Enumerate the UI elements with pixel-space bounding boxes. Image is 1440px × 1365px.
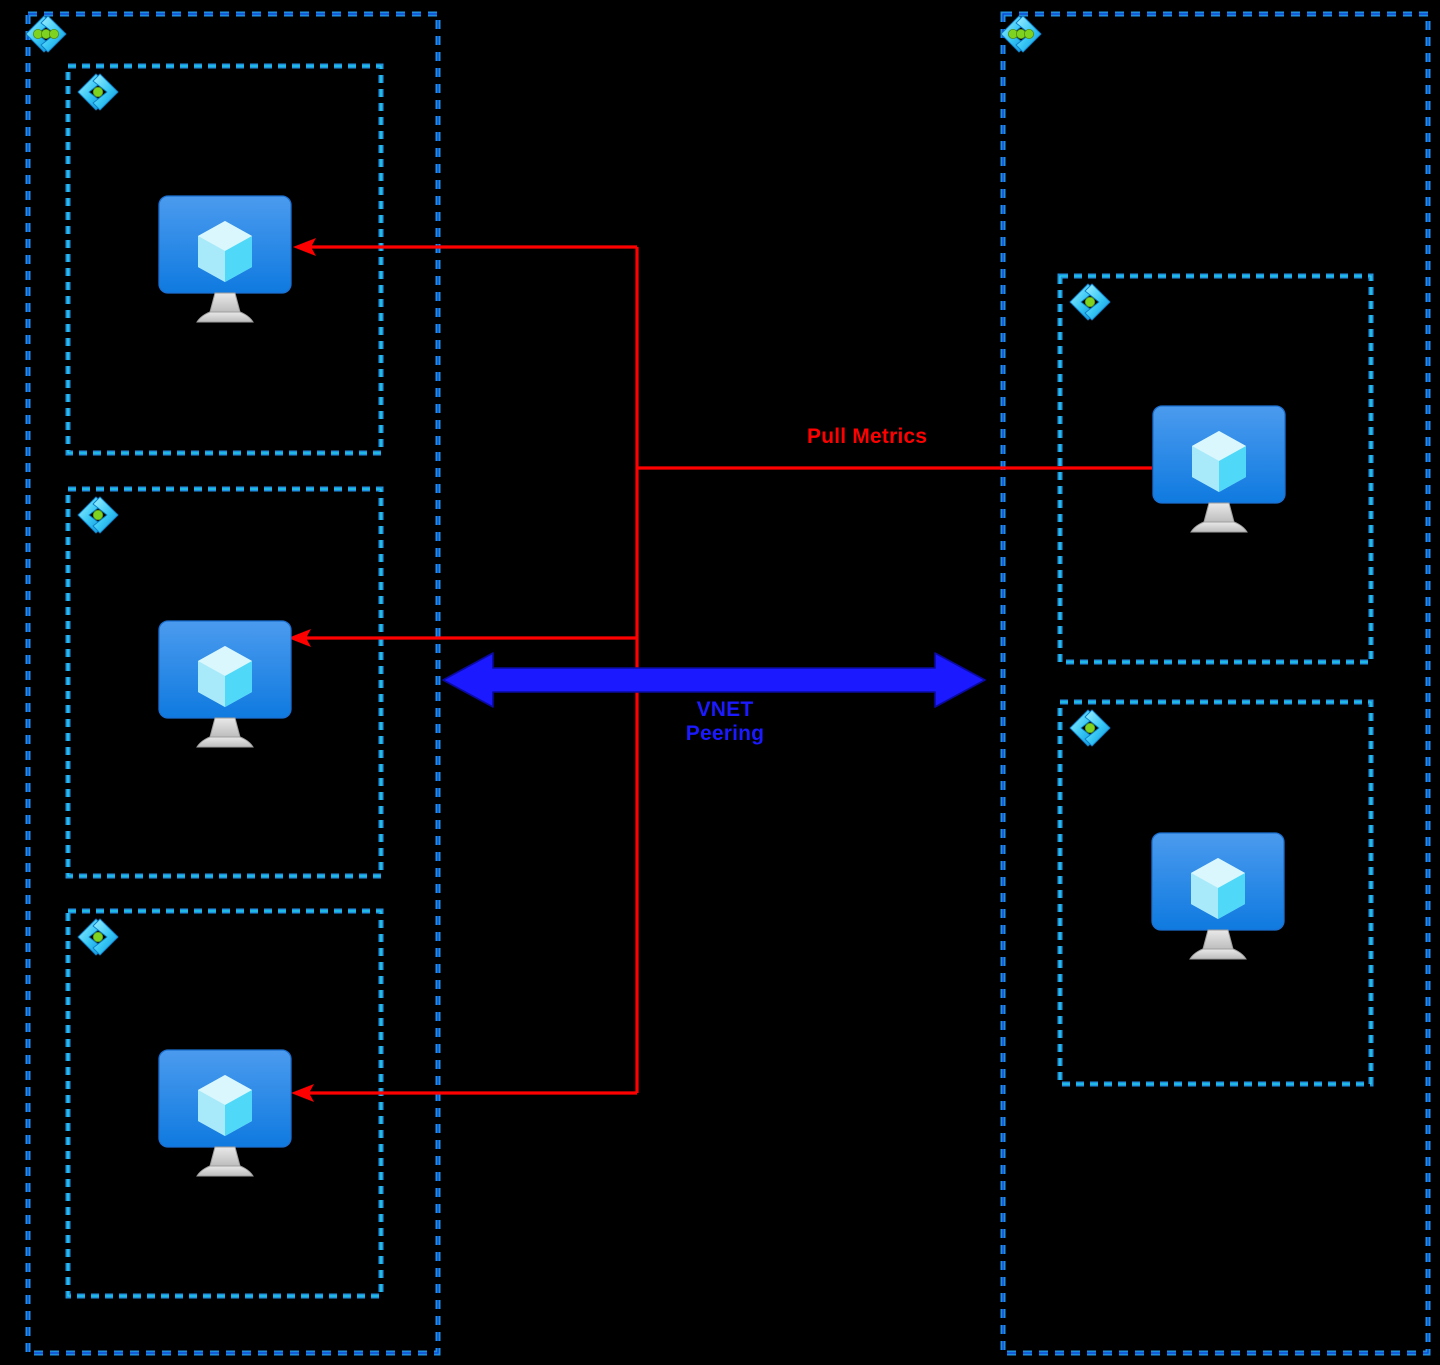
subnet-icon [76, 915, 120, 959]
pull-metrics-arrowheads [288, 238, 316, 1102]
virtual-machine-icon [157, 194, 293, 326]
subnet-right-2-border [1057, 699, 1374, 1087]
vnet-icon [24, 12, 68, 56]
vnet-left-border [25, 11, 441, 1356]
virtual-machine-icon [1150, 831, 1286, 963]
subnet-icon [1068, 706, 1112, 750]
vnet-icon [999, 12, 1043, 56]
subnet-left-3-border [65, 908, 384, 1299]
subnet-icon [76, 70, 120, 114]
virtual-machine-icon [157, 1048, 293, 1180]
subnet-icon [76, 493, 120, 537]
subnet-left-1-border [65, 63, 384, 456]
subnet-icon [1068, 280, 1112, 324]
subnet-left-2-border [65, 486, 384, 879]
pull-metrics-label: Pull Metrics [807, 425, 928, 448]
virtual-machine-icon [1151, 404, 1287, 536]
vnet-peering-arrow [442, 652, 986, 708]
vnet-peering-label: VNET Peering [685, 698, 765, 745]
vnet-right-border [1000, 11, 1431, 1356]
subnet-right-1-border [1057, 273, 1374, 665]
virtual-machine-icon [157, 619, 293, 751]
